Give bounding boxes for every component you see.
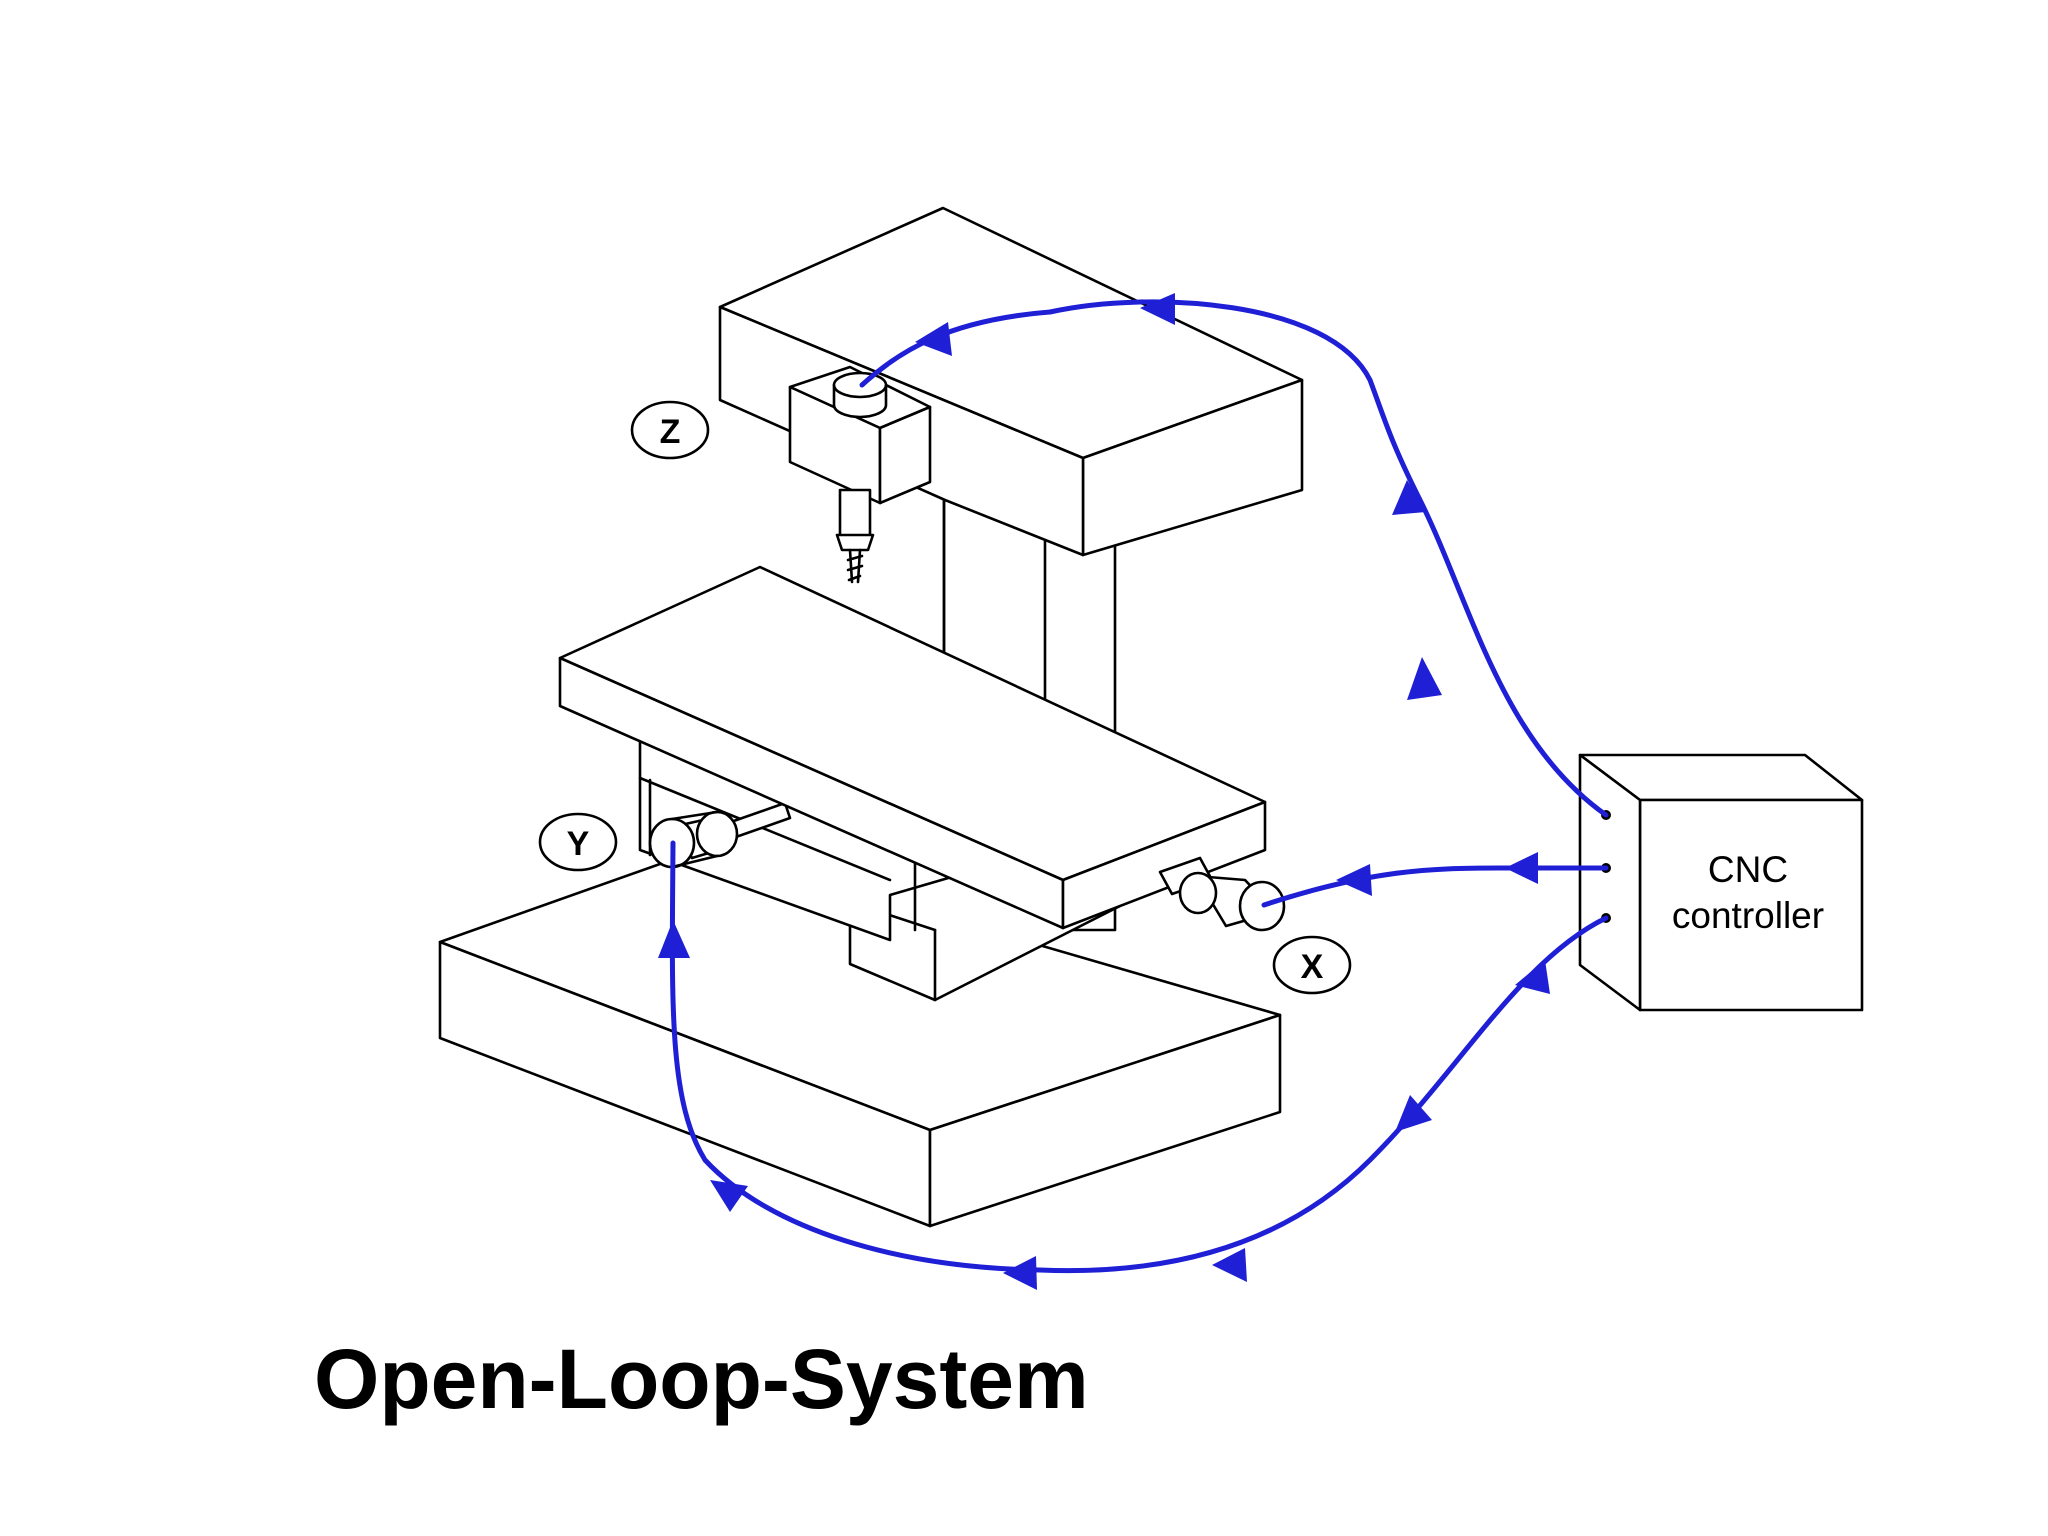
arrow-z-3 xyxy=(1140,293,1175,325)
arrow-z-2 xyxy=(1392,480,1426,515)
axis-label-x: X xyxy=(1272,935,1352,995)
svg-text:Y: Y xyxy=(567,825,590,863)
svg-text:X: X xyxy=(1301,948,1324,986)
arrow-x-2 xyxy=(1336,864,1372,896)
controller-label-line1: CNC xyxy=(1708,849,1788,890)
y-axis-motor xyxy=(648,801,792,869)
arrow-z-4 xyxy=(915,322,952,356)
wire-to-y-motor xyxy=(669,840,1609,1274)
arrow-y-4 xyxy=(1003,1256,1037,1290)
wire-to-z-motor xyxy=(859,299,1609,818)
spindle-tool xyxy=(835,488,875,584)
x-axis-motor xyxy=(1158,856,1286,932)
wire-to-x-motor xyxy=(1261,865,1609,908)
arrow-z-1 xyxy=(1407,657,1442,700)
arrow-y-2 xyxy=(1395,1095,1432,1132)
arrow-y-1 xyxy=(1515,960,1550,994)
spindle-housing xyxy=(788,365,932,505)
machine-base xyxy=(438,846,1282,1228)
flow-arrows xyxy=(658,293,1550,1290)
arrow-y-3 xyxy=(1212,1248,1247,1282)
cnc-controller-box: CNC controller xyxy=(1578,753,1864,1012)
arrow-x-1 xyxy=(1505,852,1538,884)
axis-label-y: Y xyxy=(538,812,618,872)
diagram-caption: Open-Loop-System xyxy=(314,1332,1089,1426)
controller-label-line2: controller xyxy=(1672,895,1824,936)
work-table xyxy=(558,565,1267,930)
arrow-y-5 xyxy=(710,1180,748,1212)
axis-label-z: Z xyxy=(630,400,710,460)
svg-text:Z: Z xyxy=(660,413,681,451)
signal-wires xyxy=(669,299,1609,1274)
arrow-y-6 xyxy=(658,920,690,958)
z-axis-motor xyxy=(832,371,888,419)
